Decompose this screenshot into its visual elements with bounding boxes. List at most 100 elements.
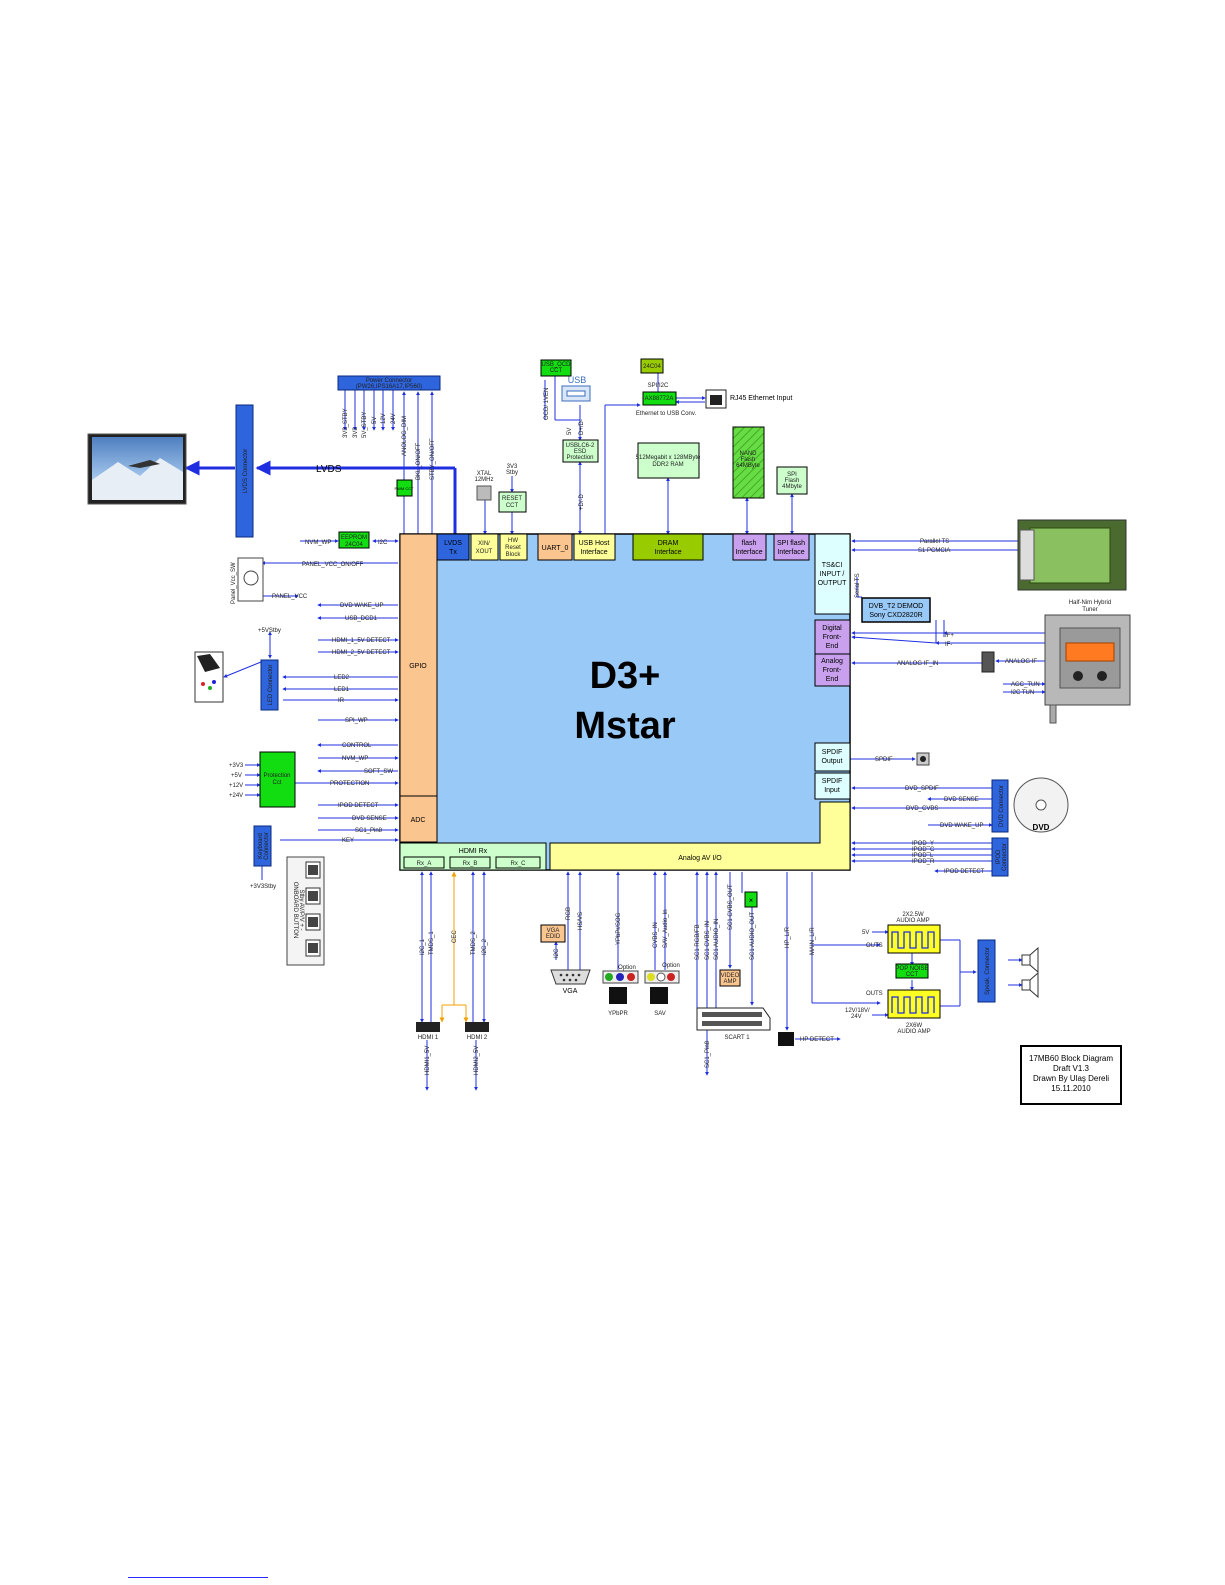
vga-label: VGA — [563, 988, 578, 995]
sig-5v: 5V — [862, 930, 869, 936]
tsci-block — [814, 533, 851, 615]
ax88772a-chip — [642, 391, 677, 406]
title-box — [1020, 1045, 1122, 1105]
rx-a-label: Rx_A — [417, 861, 432, 867]
title-line2: Draft V1.3 — [1053, 1064, 1090, 1073]
spi-flash-if-block — [773, 533, 810, 561]
speak-conn-label: Speak. Connector — [985, 947, 991, 995]
gpio-signal-labels: DVD WAKE_UP USB_DCD1 HDMI_1_5V DETECT HD… — [330, 603, 393, 844]
panel-vcc-switch — [237, 557, 264, 602]
sig-dvd-sense2: DVD SENSE — [944, 797, 979, 803]
c24c04-label: 24C04 — [643, 364, 661, 370]
xtal — [476, 485, 492, 501]
eeprom-24c04 — [640, 358, 664, 374]
tsci-l3: OUTPUT — [818, 580, 848, 587]
sig-p12v: +12V — [229, 783, 243, 789]
sig-12-18-24-l2: 24V — [851, 1014, 862, 1020]
mstar-chip — [399, 533, 851, 871]
usb-host-l2: Interface — [580, 549, 607, 556]
hw-reset-l2: Reset — [505, 545, 521, 551]
hdmi1-connector-icon — [416, 1022, 440, 1032]
eth-conv-label: Ethernet to USB Conv. — [636, 411, 697, 417]
chip-name-line2: Mstar — [574, 705, 676, 747]
sig-hdmi1-det: HDMI_1_5V DETECT — [332, 638, 391, 644]
keyboard-connector — [253, 825, 272, 867]
spi-flash-l2: Flash — [785, 478, 800, 484]
sig-i2c1: I2C_1 — [420, 938, 426, 955]
demod-l1: DVB_T2 DEMOD — [869, 603, 923, 610]
rail-24v: 24V — [391, 413, 397, 424]
spi-flash-if-l1: SPI flash — [777, 540, 805, 547]
speaker-icon-2 — [1021, 971, 1039, 999]
sig-ipod-detect2: IPOD DETECT — [944, 869, 985, 875]
scart-signal-labels: SC1 RGB/FB SC1 CVBS_IN SC1 AUDIO_IN SC1 … — [695, 884, 756, 1068]
video-amp-l2: AMP — [723, 979, 736, 985]
adc-label: ADC — [411, 817, 426, 824]
sig-agc-tun: AGC_TUN — [1011, 682, 1040, 688]
audio-amp-1 — [887, 924, 941, 954]
vga-edid-l1: VGA — [547, 928, 560, 934]
ipod-conn-l1: IPOD — [996, 849, 1002, 864]
ci-slot-image — [1017, 519, 1127, 591]
sig-nvm-wp: NVM_WP — [305, 540, 331, 546]
panel-display — [87, 433, 187, 505]
sig-outs2: OUTS — [866, 991, 883, 997]
sig-cec: CEC — [452, 930, 458, 943]
analog-fe-block — [814, 653, 851, 687]
sig-i2c2: I2C_2 — [482, 938, 488, 955]
tuner-l1: Half-Nim Hybrid — [1069, 600, 1111, 606]
amp1-l1: 2X2.5W — [902, 912, 924, 918]
tuner-l2: Tuner — [1082, 607, 1097, 613]
spdif-out-l1: SPDIF — [822, 749, 843, 756]
sig-sc1-audio-out: SC1 AUDIO_OUT — [750, 912, 756, 960]
nand-flash — [732, 426, 765, 499]
nand-l1: NAND — [739, 451, 757, 457]
sig-sc1-cvbs-in: SC1 CVBS_IN — [705, 921, 711, 960]
protection-l1: Protection — [263, 773, 290, 779]
hw-reset-l1: HW — [508, 538, 518, 544]
sav-jacks-icon — [644, 970, 680, 1004]
xin-xout-block — [470, 533, 499, 561]
dig-fe-l2: Front- — [823, 634, 842, 641]
pwm-cct — [396, 479, 413, 497]
led-connector-label: LED Connector — [268, 664, 274, 705]
onboard-l1: ONBOARD BUTTON — [292, 882, 298, 939]
sig-vga-i2c: I2C — [554, 948, 560, 958]
led-board-image — [194, 651, 224, 703]
xin-l2: XOUT — [476, 549, 493, 555]
saw-filter — [981, 651, 995, 673]
sig-p24v: +24V — [229, 793, 243, 799]
eeprom-l1: EEPROM — [341, 535, 367, 541]
sig-dvd-spdif: DVD_SPDIF — [905, 786, 939, 792]
sig-soft-sw: SOFT_SW — [364, 769, 393, 775]
onboard-buttons — [286, 856, 325, 966]
scart-label: SCART 1 — [724, 1035, 750, 1041]
sig-tmds2: TMDS_2 — [471, 931, 477, 955]
sav-label: SAV — [654, 1011, 666, 1017]
ddr-l2: DDR2 RAM — [652, 462, 683, 468]
ana-fe-l3: End — [826, 676, 839, 683]
sig-p5v: +5V — [231, 773, 242, 779]
sig-panel-vcc: PANEL_VCC — [272, 594, 308, 600]
usb-ocd-cct — [540, 359, 572, 377]
usb-host-l1: USB Host — [579, 540, 610, 547]
ax88772a-label: AX88772A — [645, 396, 674, 402]
gpio-label: GPIO — [409, 663, 427, 670]
ddr-l1: 512Megabit x 128MByte — [636, 455, 701, 461]
sig-hdmi2-det: HDMI_2_5V DETECT — [332, 650, 391, 656]
xin-l1: XIN/ — [478, 541, 490, 547]
option2-label: Option — [662, 963, 680, 969]
spi-flash-l1: SPI — [787, 472, 797, 478]
flash-if-block — [732, 533, 767, 561]
sig-usb-dcd1: USB_DCD1 — [345, 616, 378, 622]
hw-reset-block — [499, 533, 528, 561]
dvd-label: DVD — [1033, 823, 1050, 832]
rail-3v3: 3V3 — [353, 427, 359, 438]
hdmi-signal-labels: I2C_1 TMDS_1 CEC TMDS_2 I2C_2 HDMI1_5V H… — [420, 930, 488, 1075]
sig-i2c: I2C — [378, 540, 388, 546]
sig-sc1-audio-in: SC1 AUDIO_IN — [714, 919, 720, 960]
lvds-tx-block — [436, 533, 470, 561]
usb-ocd-sig: OCD/ 1VEN — [544, 388, 550, 420]
flash-if-l2: Interface — [735, 549, 762, 556]
footer-link-line — [128, 1577, 268, 1578]
